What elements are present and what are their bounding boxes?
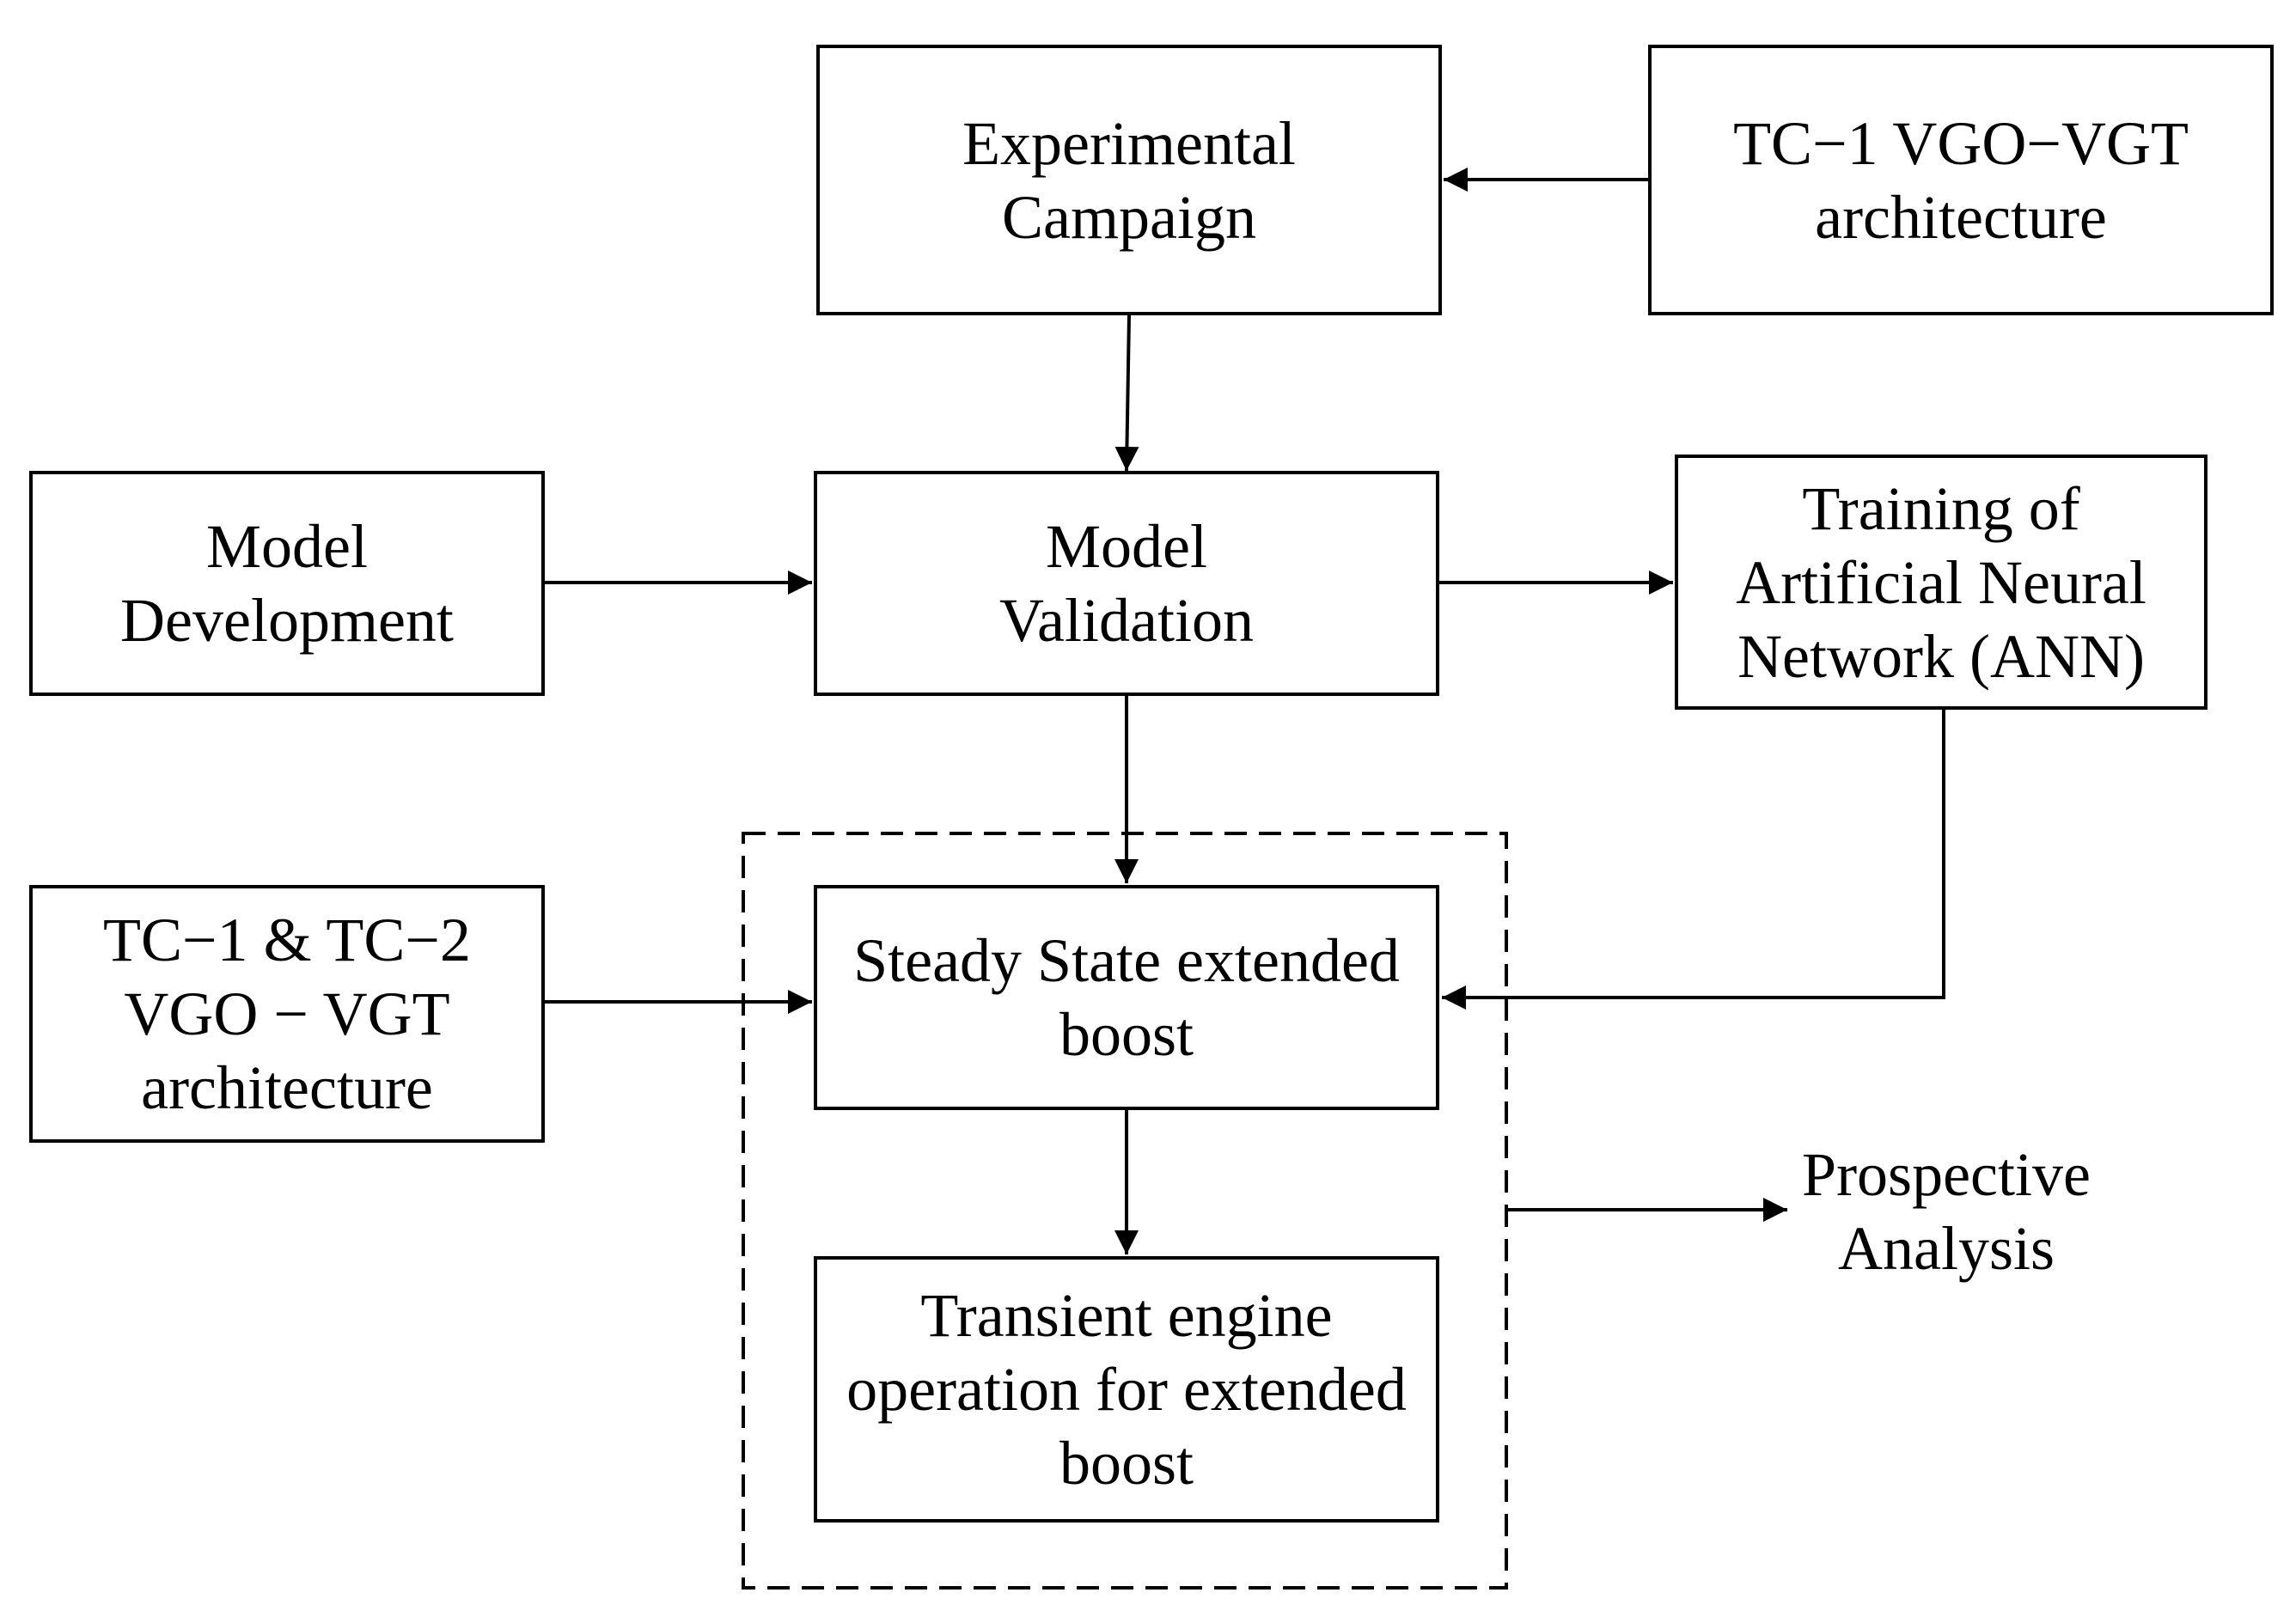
node-label-line: Campaign bbox=[1002, 182, 1256, 252]
steady-state-node: Steady State extended boost bbox=[814, 885, 1439, 1110]
node-label-line: Model bbox=[206, 512, 368, 581]
transient-operation-node: Transient engine operation for extended … bbox=[814, 1256, 1439, 1523]
prospective-analysis-label: Prospective Analysis bbox=[1792, 1134, 2101, 1289]
experimental-campaign-node: Experimental Campaign bbox=[816, 45, 1442, 315]
node-label-line: Analysis bbox=[1838, 1214, 2055, 1283]
tc1-tc2-architecture-node: TC−1 & TC−2 VGO − VGT architecture bbox=[29, 885, 545, 1143]
node-label-line: Steady State extended bbox=[853, 926, 1400, 995]
node-label-line: Model bbox=[1046, 512, 1207, 581]
node-label-line: Training of bbox=[1802, 473, 2080, 543]
node-label-line: Transient engine bbox=[920, 1281, 1333, 1350]
node-label-line: VGO − VGT bbox=[124, 979, 450, 1048]
node-label-line: Validation bbox=[999, 586, 1254, 655]
tc1-architecture-node: TC−1 VGO−VGT architecture bbox=[1648, 45, 2274, 315]
node-label-line: architecture bbox=[1815, 182, 2107, 252]
node-label-line: Prospective bbox=[1802, 1140, 2091, 1209]
node-label-line: Development bbox=[120, 586, 454, 655]
model-development-node: Model Development bbox=[29, 471, 545, 696]
node-label-line: Experimental bbox=[962, 108, 1296, 178]
arrow-experimental-to-validation bbox=[1114, 314, 1139, 472]
node-label-line: operation for extended bbox=[846, 1355, 1407, 1424]
model-validation-node: Model Validation bbox=[814, 471, 1439, 696]
node-label-line: Artificial Neural bbox=[1736, 547, 2146, 617]
node-label-line: TC−1 VGO−VGT bbox=[1733, 108, 2189, 178]
arrow-ann-to-steady bbox=[1442, 710, 1945, 1010]
ann-training-node: Training of Artificial Neural Network (A… bbox=[1675, 455, 2207, 710]
node-label-line: boost bbox=[1059, 1000, 1194, 1069]
node-label-line: Network (ANN) bbox=[1737, 621, 2145, 691]
node-label-line: architecture bbox=[141, 1053, 433, 1122]
node-label-line: TC−1 & TC−2 bbox=[103, 906, 471, 974]
node-label-line: boost bbox=[1059, 1429, 1194, 1498]
